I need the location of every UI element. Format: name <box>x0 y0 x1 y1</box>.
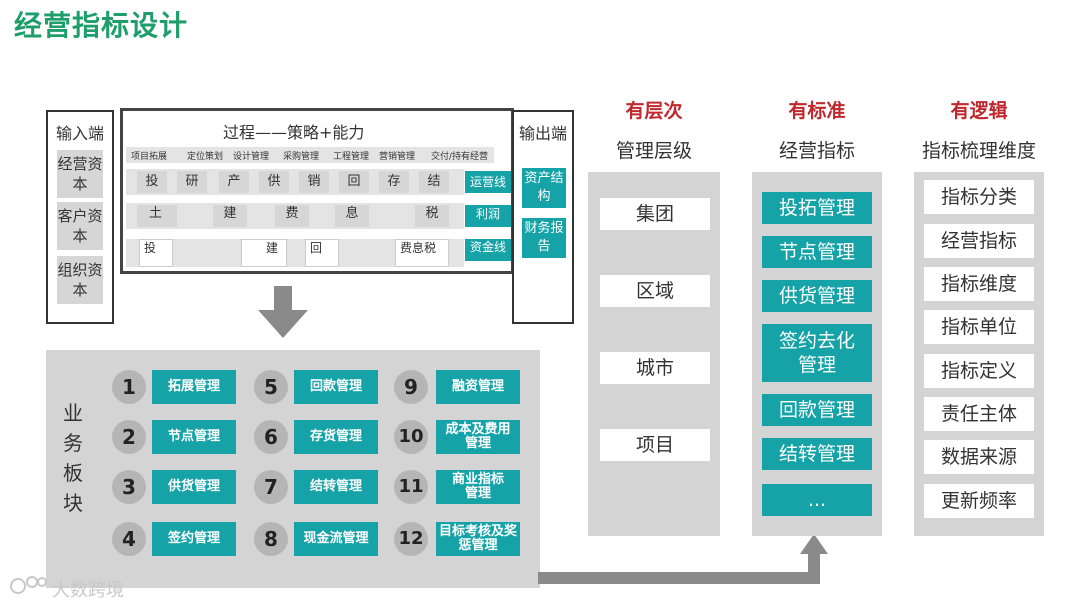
stage-5: 工程管理 <box>333 152 370 162</box>
row1-cell-3: 产 <box>219 171 249 193</box>
stage-band <box>126 147 494 163</box>
biz-item-9: 融资管理 <box>436 370 520 404</box>
standard-head: 有标准 <box>788 100 846 122</box>
logic-item-1: 指标分类 <box>924 180 1034 214</box>
logic-item-6: 责任主体 <box>924 397 1034 431</box>
logic-item-8: 更新频率 <box>924 484 1034 518</box>
input-panel: 输入端 经营资本 客户资本 组织资本 <box>46 110 114 324</box>
standard-item-5: 回款管理 <box>762 394 872 426</box>
standard-item-4: 签约去化管理 <box>762 324 872 382</box>
biz-number-11: 11 <box>394 470 428 504</box>
biz-item-11: 商业指标管理 <box>436 470 520 504</box>
biz-number-3: 3 <box>112 470 146 504</box>
output-header: 输出端 <box>518 124 567 143</box>
biz-item-5: 回款管理 <box>294 370 378 404</box>
output-item-financial-report: 财务报告 <box>522 218 566 258</box>
process-panel: 过程——策略+能力 项目拓展 定位策划 设计管理 采购管理 工程管理 营销管理 … <box>120 108 514 274</box>
process-title: 过程——策略+能力 <box>223 123 365 142</box>
row3-cell-3: 回 <box>305 239 339 267</box>
biz-item-3: 供货管理 <box>152 470 236 504</box>
logic-sub: 指标梳理维度 <box>921 140 1036 162</box>
logic-item-7: 数据来源 <box>924 440 1034 474</box>
input-item-organization-capital: 组织资本 <box>57 256 103 304</box>
hierarchy-item-city: 城市 <box>600 352 710 384</box>
logic-item-5: 指标定义 <box>924 354 1034 388</box>
row1-cell-8: 结 <box>419 171 449 193</box>
output-item-asset-structure: 资产结构 <box>522 168 566 208</box>
biz-item-12: 目标考核及奖惩管理 <box>436 522 520 556</box>
flow-cash: 资金线 <box>465 239 511 261</box>
biz-number-2: 2 <box>112 420 146 454</box>
row3-cell-4: 费息税 <box>395 239 449 267</box>
biz-item-1: 拓展管理 <box>152 370 236 404</box>
logic-item-4: 指标单位 <box>924 310 1034 344</box>
standard-item-3: 供货管理 <box>762 280 872 312</box>
biz-item-8: 现金流管理 <box>294 522 378 556</box>
biz-number-6: 6 <box>254 420 288 454</box>
biz-number-1: 1 <box>112 370 146 404</box>
biz-number-8: 8 <box>254 522 288 556</box>
hierarchy-item-region: 区域 <box>600 275 710 307</box>
business-label: 业务板块 <box>63 401 83 515</box>
stage-1: 项目拓展 <box>131 152 168 162</box>
stage-3: 设计管理 <box>233 152 270 162</box>
row1-cell-6: 回 <box>339 171 369 193</box>
standard-item-2: 节点管理 <box>762 236 872 268</box>
row1-cell-4: 供 <box>259 171 289 193</box>
biz-number-5: 5 <box>254 370 288 404</box>
row2-cell-5: 税 <box>415 205 449 227</box>
biz-number-10: 10 <box>394 420 428 454</box>
hierarchy-item-project: 项目 <box>600 429 710 461</box>
stage-7: 交付/持有经营 <box>431 152 489 162</box>
stage-6: 营销管理 <box>379 152 416 162</box>
biz-item-10: 成本及费用管理 <box>436 420 520 454</box>
row1-cell-2: 研 <box>177 171 207 193</box>
stage-2: 定位策划 <box>187 152 224 162</box>
output-panel: 输出端 资产结构 财务报告 <box>512 110 574 324</box>
logic-item-3: 指标维度 <box>924 267 1034 301</box>
biz-number-12: 12 <box>394 522 428 556</box>
row2-cell-2: 建 <box>213 205 247 227</box>
down-arrow-icon <box>258 286 308 338</box>
standard-item-6: 结转管理 <box>762 438 872 470</box>
row3-cell-1: 投 <box>139 239 173 267</box>
logic-head: 有逻辑 <box>950 100 1008 122</box>
biz-number-9: 9 <box>394 370 428 404</box>
flow-profit: 利润 <box>465 205 511 227</box>
row1-cell-5: 销 <box>299 171 329 193</box>
biz-number-7: 7 <box>254 470 288 504</box>
input-item-operating-capital: 经营资本 <box>57 150 103 198</box>
row1-cell-7: 存 <box>379 171 409 193</box>
biz-item-4: 签约管理 <box>152 522 236 556</box>
input-header: 输入端 <box>55 124 104 143</box>
row3-cell-2: 建 <box>241 239 287 267</box>
stage-4: 采购管理 <box>283 152 320 162</box>
biz-number-4: 4 <box>112 522 146 556</box>
row1-cell-1: 投 <box>137 171 167 193</box>
hierarchy-item-group: 集团 <box>600 198 710 230</box>
row2-cell-4: 息 <box>335 205 369 227</box>
hierarchy-head: 有层次 <box>625 100 683 122</box>
biz-item-7: 结转管理 <box>294 470 378 504</box>
hierarchy-sub: 管理层级 <box>615 140 692 162</box>
logic-item-2: 经营指标 <box>924 224 1034 258</box>
flow-operation: 运营线 <box>465 171 511 193</box>
connector-arrow-icon <box>538 534 828 584</box>
row2-cell-1: 土 <box>137 205 177 227</box>
standard-item-1: 投拓管理 <box>762 192 872 224</box>
watermark-text: 大数跨境 <box>52 580 124 601</box>
standard-item-7: ... <box>762 484 872 516</box>
biz-item-2: 节点管理 <box>152 420 236 454</box>
input-item-customer-capital: 客户资本 <box>57 202 103 250</box>
watermark-logo-icon <box>10 576 47 594</box>
standard-sub: 经营指标 <box>778 140 855 162</box>
page-title: 经营指标设计 <box>14 9 189 42</box>
row2-cell-3: 费 <box>275 205 309 227</box>
biz-item-6: 存货管理 <box>294 420 378 454</box>
